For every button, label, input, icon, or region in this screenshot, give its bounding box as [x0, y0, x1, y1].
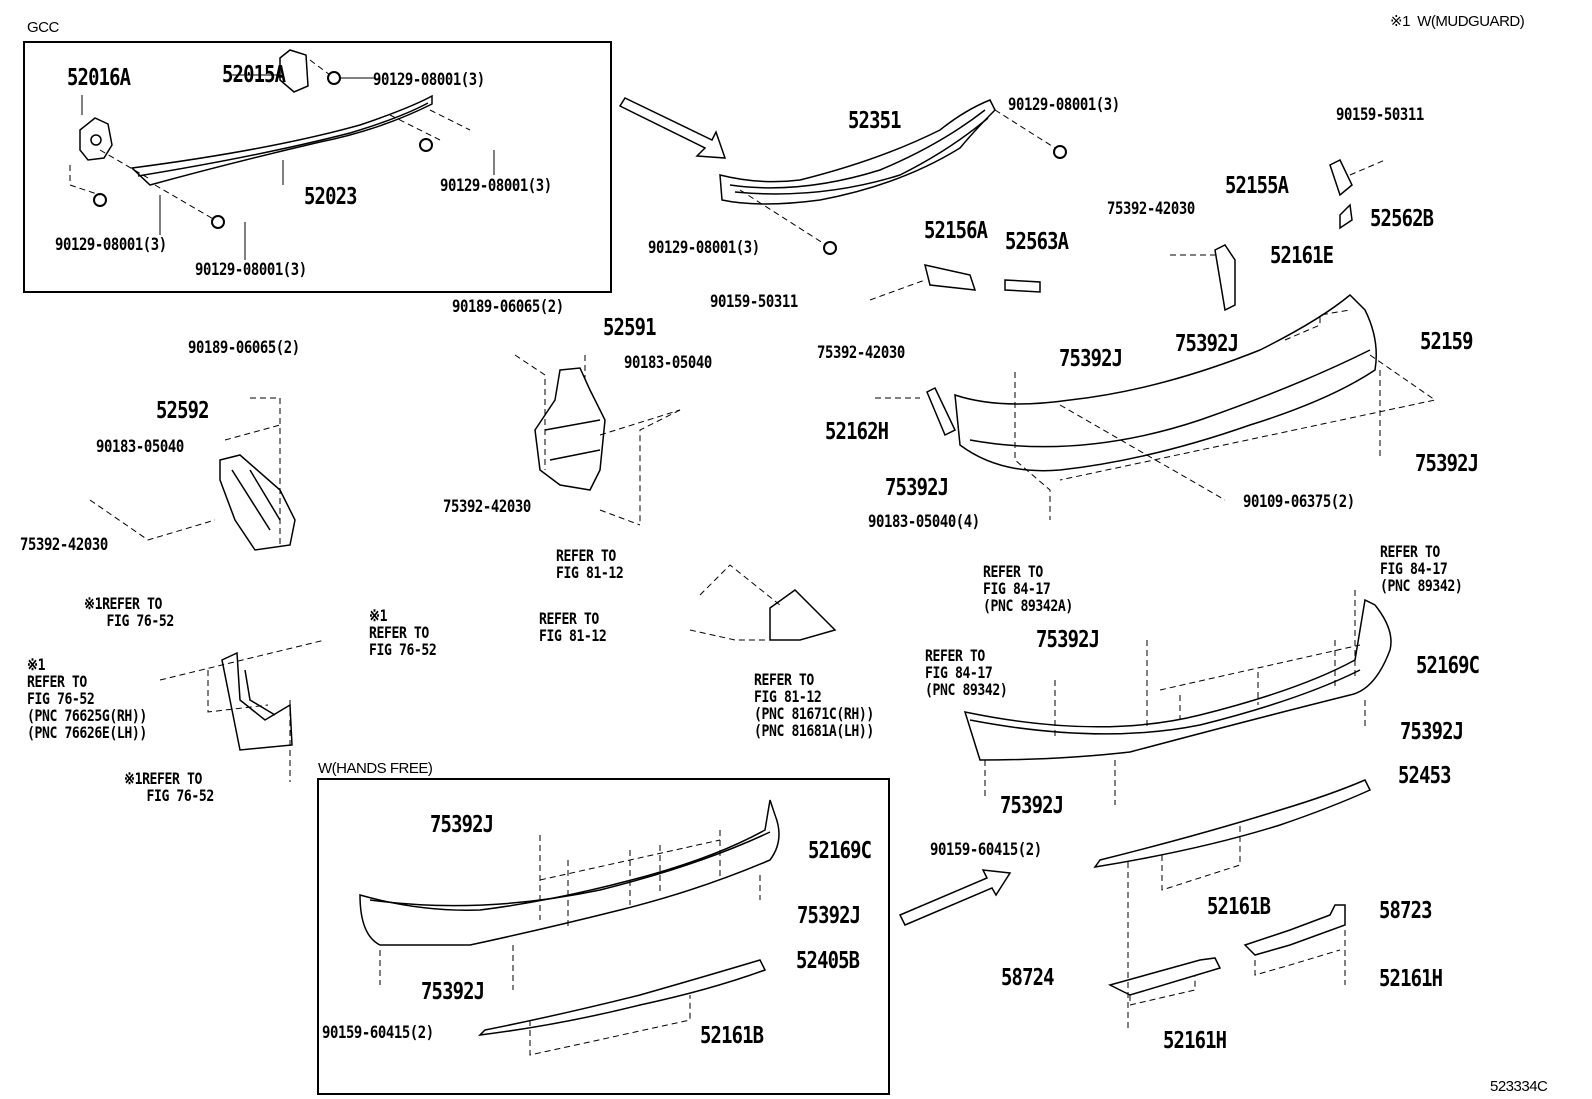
part-label-75392J[interactable]: 75392J — [421, 979, 485, 1005]
refer-to-fig-84-17[interactable]: REFER TO FIG 84-17 (PNC 89342A) — [983, 562, 1073, 615]
part-label-52592[interactable]: 52592 — [156, 398, 210, 424]
part-label-90129-08001[interactable]: 90129-08001(3) — [440, 176, 552, 196]
part-label-90129-08001[interactable]: 90129-08001(3) — [55, 235, 167, 255]
part-label-52162H[interactable]: 52162H — [825, 419, 889, 445]
arrow-icon — [618, 97, 727, 159]
part-label-75392J[interactable]: 75392J — [1415, 451, 1479, 477]
part-label-58723[interactable]: 58723 — [1379, 898, 1433, 924]
gcc-frame — [23, 41, 612, 293]
part-label-75392-42030[interactable]: 75392-42030 — [817, 343, 905, 363]
figure-code: 523334C — [1490, 1078, 1548, 1095]
part-52563A — [1004, 279, 1041, 293]
part-label-52159[interactable]: 52159 — [1420, 329, 1474, 355]
part-label-58724[interactable]: 58724 — [1001, 965, 1055, 991]
part-52162H — [926, 386, 956, 437]
refer-to-fig-76-52-mudguard[interactable]: ※1 REFER TO FIG 76-52 (PNC 76625G(RH)) (… — [27, 655, 147, 742]
part-label-52563A[interactable]: 52563A — [1005, 229, 1069, 255]
part-52453-spoiler — [1093, 779, 1372, 869]
part-label-52351[interactable]: 52351 — [848, 108, 902, 134]
part-label-90129-08001[interactable]: 90129-08001(3) — [195, 260, 307, 280]
part-label-52169C[interactable]: 52169C — [1416, 653, 1480, 679]
part-label-90109-06375[interactable]: 90109-06375(2) — [1243, 492, 1355, 512]
part-reflector-lamp — [769, 589, 837, 641]
part-label-90159-60415[interactable]: 90159-60415(2) — [322, 1023, 434, 1043]
refer-to-fig-84-17[interactable]: REFER TO FIG 84-17 (PNC 89342) — [925, 646, 1008, 699]
part-52156A — [923, 264, 977, 291]
refer-to-fig-81-12-lamp[interactable]: REFER TO FIG 81-12 (PNC 81671C(RH)) (PNC… — [754, 670, 874, 740]
part-mudguard — [221, 651, 293, 751]
part-label-75392J[interactable]: 75392J — [1175, 331, 1239, 357]
hands-free-group-title: W(HANDS FREE) — [318, 760, 433, 777]
refer-to-fig-76-52[interactable]: ※1REFER TO FIG 76-52 — [124, 769, 214, 805]
part-label-75392-42030[interactable]: 75392-42030 — [443, 497, 531, 517]
part-label-52015A[interactable]: 52015A — [222, 62, 286, 88]
part-label-90183-05040[interactable]: 90183-05040(4) — [868, 512, 980, 532]
part-label-52023[interactable]: 52023 — [304, 184, 358, 210]
part-label-75392J[interactable]: 75392J — [1400, 719, 1464, 745]
part-52161E — [1214, 244, 1236, 312]
part-label-52161H[interactable]: 52161H — [1379, 966, 1443, 992]
part-label-90189-06065[interactable]: 90189-06065(2) — [452, 297, 564, 317]
part-label-90129-08001[interactable]: 90129-08001(3) — [1008, 95, 1120, 115]
refer-to-fig-84-17[interactable]: REFER TO FIG 84-17 (PNC 89342) — [1380, 542, 1463, 595]
part-label-90159-60415[interactable]: 90159-60415(2) — [930, 840, 1042, 860]
part-52015A-bracket — [279, 49, 309, 93]
part-label-75392-42030[interactable]: 75392-42030 — [20, 535, 108, 555]
part-label-75392J[interactable]: 75392J — [1000, 793, 1064, 819]
part-label-52156A[interactable]: 52156A — [924, 218, 988, 244]
part-52016A-bracket — [79, 117, 113, 161]
part-52592-guard — [219, 454, 296, 551]
part-label-75392J[interactable]: 75392J — [430, 812, 494, 838]
part-label-52453[interactable]: 52453 — [1398, 763, 1452, 789]
part-label-90129-08001[interactable]: 90129-08001(3) — [648, 238, 760, 258]
part-label-90183-05040[interactable]: 90183-05040 — [96, 437, 184, 457]
hands-free-frame — [317, 778, 890, 1095]
part-label-52161B[interactable]: 52161B — [700, 1023, 764, 1049]
part-label-52405B[interactable]: 52405B — [796, 948, 860, 974]
refer-to-fig-76-52[interactable]: ※1 REFER TO FIG 76-52 — [369, 606, 437, 659]
part-label-90159-50311[interactable]: 90159-50311 — [1336, 105, 1424, 125]
mudguard-legend-note: ※1 W(MUDGUARD) — [1390, 13, 1525, 30]
refer-to-fig-81-12[interactable]: REFER TO FIG 81-12 — [556, 546, 624, 582]
part-label-52562B[interactable]: 52562B — [1370, 206, 1434, 232]
part-58724 — [1107, 957, 1222, 996]
arrow-icon — [898, 869, 1012, 926]
part-label-52161B[interactable]: 52161B — [1207, 894, 1271, 920]
part-52562B — [1339, 203, 1353, 230]
part-hf-52405B-spoiler — [477, 959, 767, 1037]
part-52169C-lower-cover — [963, 598, 1392, 761]
gcc-group-title: GCC — [27, 19, 59, 36]
part-label-52016A[interactable]: 52016A — [67, 65, 131, 91]
part-label-52591[interactable]: 52591 — [603, 315, 657, 341]
part-label-52161H[interactable]: 52161H — [1163, 1028, 1227, 1054]
part-label-90183-05040[interactable]: 90183-05040 — [624, 353, 712, 373]
part-label-52161E[interactable]: 52161E — [1270, 243, 1334, 269]
part-52591-guard — [534, 367, 606, 491]
part-label-75392J[interactable]: 75392J — [885, 475, 949, 501]
part-52155A — [1329, 158, 1353, 197]
part-label-75392J[interactable]: 75392J — [1036, 627, 1100, 653]
part-label-90159-50311[interactable]: 90159-50311 — [710, 292, 798, 312]
refer-to-fig-81-12[interactable]: REFER TO FIG 81-12 — [539, 609, 607, 645]
refer-to-fig-76-52[interactable]: ※1REFER TO FIG 76-52 — [84, 594, 174, 630]
part-label-52155A[interactable]: 52155A — [1225, 173, 1289, 199]
part-label-75392J[interactable]: 75392J — [1059, 346, 1123, 372]
part-label-52169C[interactable]: 52169C — [808, 838, 872, 864]
part-label-90189-06065[interactable]: 90189-06065(2) — [188, 338, 300, 358]
part-label-75392-42030[interactable]: 75392-42030 — [1107, 199, 1195, 219]
part-58723 — [1243, 904, 1346, 956]
part-52023-reinforcement — [130, 94, 433, 186]
part-label-90129-08001[interactable]: 90129-08001(3) — [373, 70, 485, 90]
part-label-75392J[interactable]: 75392J — [797, 903, 861, 929]
gcc-leader-lines — [69, 59, 471, 221]
part-52159-bumper-cover — [954, 293, 1377, 472]
